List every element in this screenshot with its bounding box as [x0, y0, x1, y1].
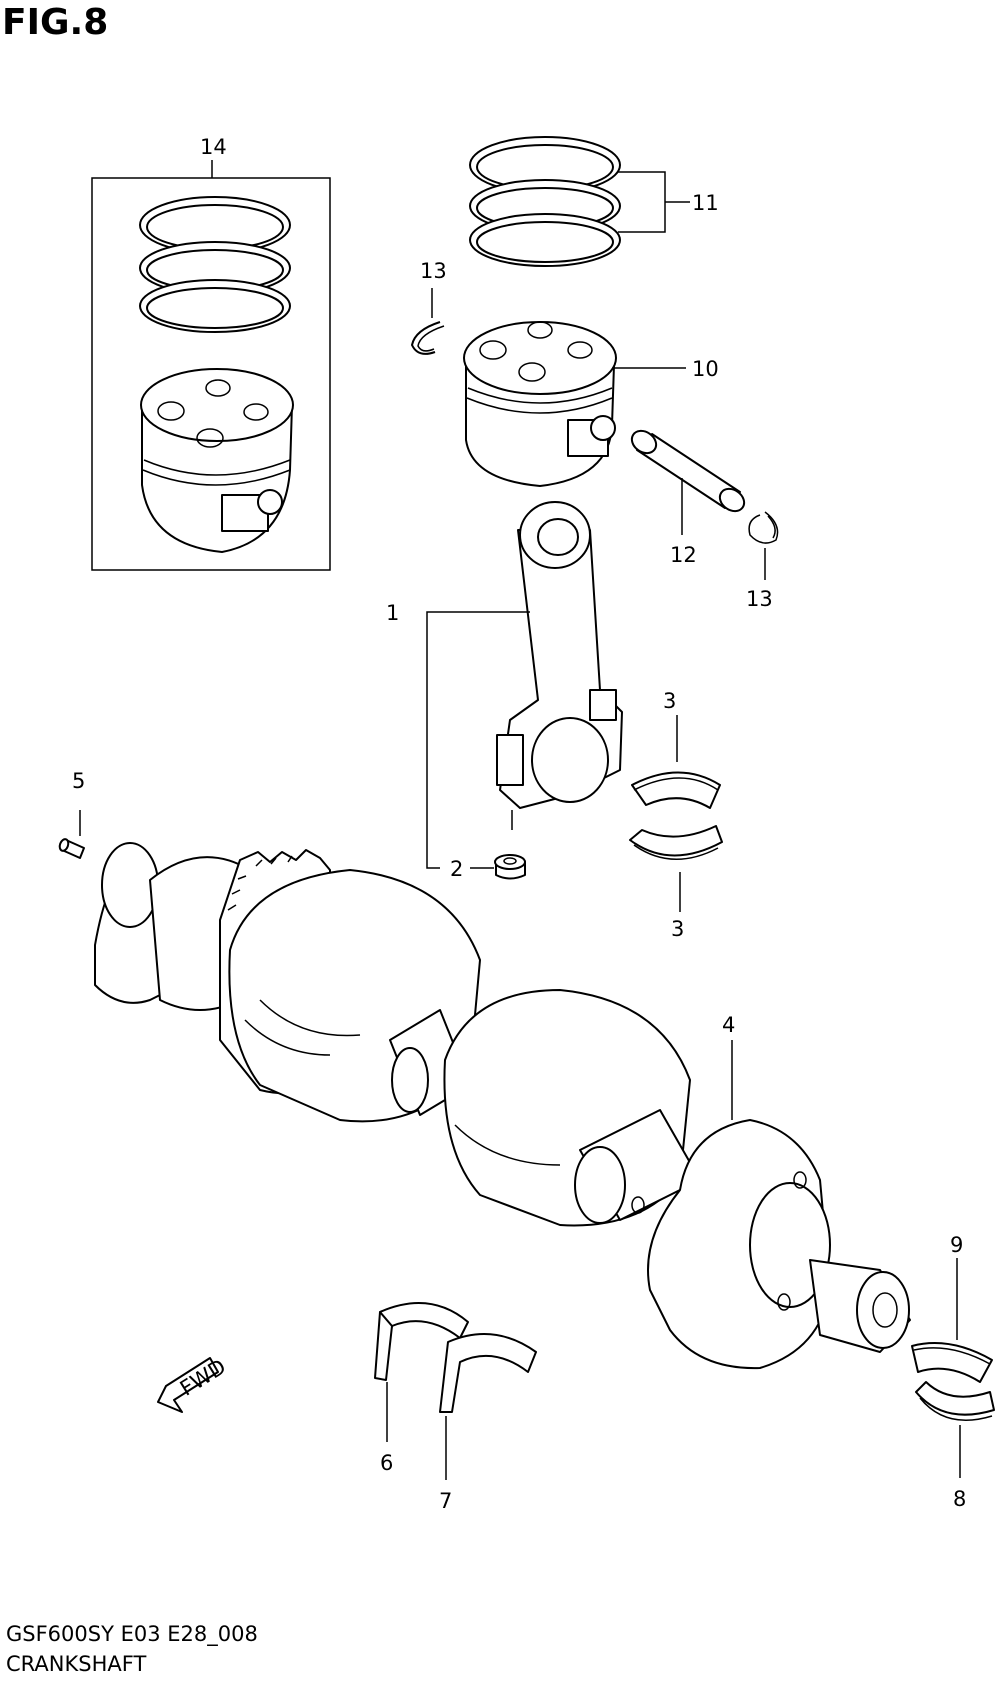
piston-assembly-kit [91, 160, 331, 571]
dowel-pin [58, 810, 85, 859]
conrod-bearing-upper [631, 715, 721, 809]
piston-rings [469, 136, 690, 267]
callout-11: 11 [692, 191, 719, 215]
thrust-bearing-7 [439, 1333, 537, 1480]
callout-labels: 14 13 11 10 12 13 1 3 5 2 3 4 9 6 7 8 [72, 135, 966, 1513]
callout-7: 7 [439, 1489, 452, 1513]
kit-piston-rings [139, 196, 291, 333]
callout-5: 5 [72, 769, 85, 793]
kit-piston [140, 368, 294, 553]
fwd-arrow-icon: FWD [157, 1354, 230, 1413]
callout-2: 2 [450, 857, 463, 881]
callout-1: 1 [386, 601, 399, 625]
leader-11 [618, 171, 690, 233]
main-bearing-lower [915, 1381, 995, 1478]
kit-outline-box [91, 177, 331, 571]
circlip-lower [748, 511, 779, 580]
main-bearing-upper [911, 1258, 993, 1383]
callout-14: 14 [200, 135, 227, 159]
circlip-upper [411, 288, 445, 355]
assembly-name: CRANKSHAFT [6, 1652, 147, 1676]
callout-8: 8 [953, 1487, 966, 1511]
connecting-rod [426, 501, 623, 869]
piston-pin [630, 429, 746, 535]
callout-3-lower: 3 [671, 917, 684, 941]
callout-6: 6 [380, 1451, 393, 1475]
callout-3-upper: 3 [663, 689, 676, 713]
callout-13-upper: 13 [420, 259, 447, 283]
callout-9: 9 [950, 1233, 963, 1257]
rod-nut [470, 854, 526, 880]
callout-12: 12 [670, 543, 697, 567]
crankshaft [94, 842, 911, 1370]
leader-1 [426, 611, 530, 869]
conrod-bearing-lower [629, 825, 723, 912]
callout-4: 4 [722, 1013, 735, 1037]
figure-title: FIG.8 [2, 2, 109, 43]
model-code: GSF600SY E03 E28_008 [6, 1622, 258, 1646]
piston [463, 321, 686, 487]
callout-10: 10 [692, 357, 719, 381]
callout-13-lower: 13 [746, 587, 773, 611]
thrust-bearing-6 [374, 1302, 469, 1442]
